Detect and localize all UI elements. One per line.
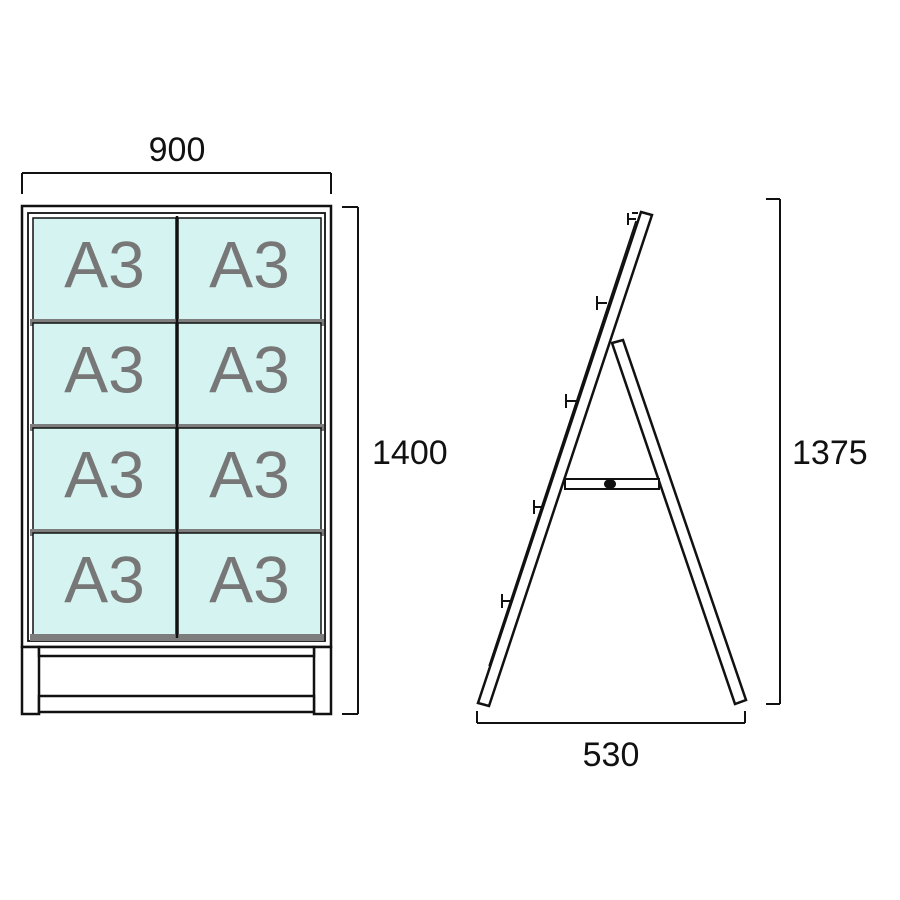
depth-dimension [476, 711, 746, 724]
side-height-label: 1375 [792, 434, 868, 472]
a3-panel-label: A3 [209, 227, 290, 301]
base-top-bar [37, 645, 316, 658]
a3-panel-label: A3 [209, 437, 290, 511]
a3-panel-label: A3 [64, 227, 145, 301]
right-leg [312, 645, 333, 716]
a3-panel-label: A3 [209, 332, 290, 406]
a3-panel [32, 322, 177, 427]
hinge-knob [604, 479, 616, 489]
a3-panel-label: A3 [64, 542, 145, 616]
clip-icon [627, 212, 638, 225]
clip-icon [596, 296, 607, 310]
a3-panel [32, 217, 177, 322]
width-dimension [21, 172, 332, 194]
a3-panel [177, 427, 322, 532]
a3-panel-label: A3 [209, 542, 290, 616]
front-base [20, 645, 333, 716]
height-label: 1400 [372, 434, 448, 472]
clip-icon [565, 394, 576, 408]
left-leg [20, 645, 41, 716]
depth-label: 530 [583, 736, 640, 774]
a3-panel [177, 217, 322, 322]
a3-panel-label: A3 [64, 332, 145, 406]
side-view: 530 1375 [476, 198, 868, 774]
height-dimension [342, 206, 359, 715]
base-crossbar [37, 694, 316, 714]
clip-icon [533, 500, 544, 514]
panel-clips [501, 212, 638, 608]
clip-icon [501, 594, 512, 608]
rear-support-leg [610, 338, 748, 706]
front-board-leg [476, 210, 654, 708]
side-height-dimension [766, 198, 781, 705]
a3-panel-label: A3 [64, 437, 145, 511]
front-board-inner-edge [488, 220, 637, 667]
a3-panel [177, 322, 322, 427]
width-label: 900 [149, 131, 206, 169]
